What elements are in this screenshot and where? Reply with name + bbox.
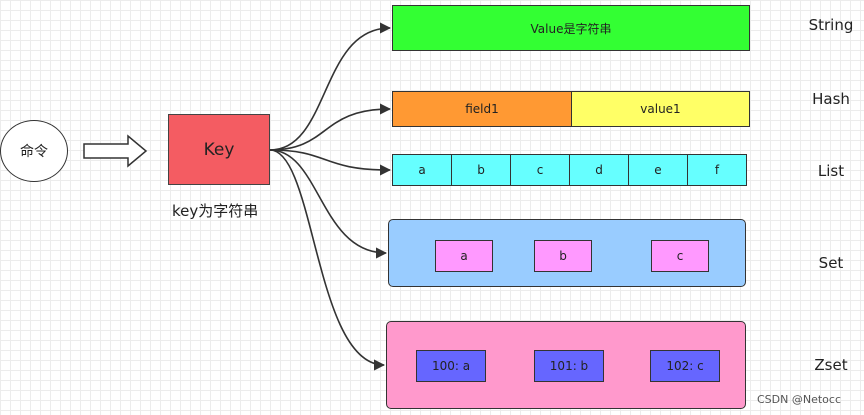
hash-value-cell: value1 [572, 92, 749, 126]
list-box: a b c d e f [392, 154, 747, 186]
connector-zset [269, 149, 386, 371]
connector-set [269, 149, 388, 259]
list-item: a [393, 155, 452, 185]
command-to-key-arrow [83, 134, 148, 168]
list-item: c [511, 155, 570, 185]
hash-box: field1 value1 [392, 91, 750, 127]
type-label-string: String [808, 16, 854, 34]
command-node: 命令 [0, 120, 68, 182]
type-label-hash: Hash [812, 90, 850, 108]
type-label-set: Set [818, 254, 844, 272]
connector-list [269, 149, 392, 176]
zset-member: 100: a [416, 350, 486, 382]
zset-container: 100: a 101: b 102: c [386, 321, 746, 409]
zset-member: 101: b [534, 350, 604, 382]
set-member: b [534, 240, 592, 272]
connector-string [269, 22, 392, 151]
key-label: Key [203, 139, 235, 160]
hash-field-cell: field1 [393, 92, 572, 126]
key-node: Key [168, 114, 270, 185]
type-label-zset: Zset [814, 356, 848, 374]
key-caption: key为字符串 [172, 202, 259, 220]
connector-hash [269, 103, 392, 151]
zset-member: 102: c [650, 350, 720, 382]
hash-value-label: value1 [640, 102, 681, 116]
set-member: c [651, 240, 709, 272]
list-item: d [570, 155, 629, 185]
command-label: 命令 [20, 144, 48, 160]
string-value-label: Value是字符串 [530, 21, 612, 36]
hash-field-label: field1 [465, 102, 499, 116]
watermark: CSDN @Netocc [757, 393, 841, 406]
list-item: b [452, 155, 511, 185]
type-label-list: List [817, 162, 845, 180]
set-container: a b c [388, 219, 746, 287]
set-member: a [435, 240, 493, 272]
string-value-box: Value是字符串 [392, 5, 750, 51]
list-item: e [629, 155, 688, 185]
list-item: f [714, 163, 720, 177]
